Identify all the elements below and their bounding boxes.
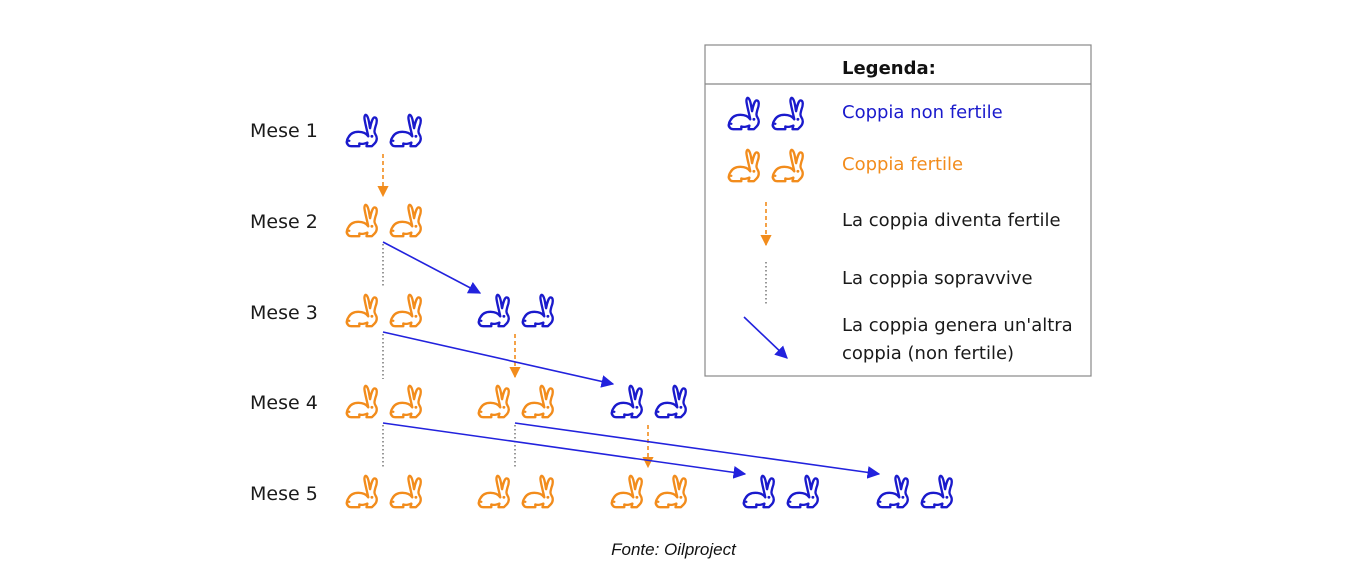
rabbit-icon bbox=[876, 474, 909, 509]
rabbit-icon bbox=[389, 384, 422, 419]
legend: Legenda: Coppia non fertile Coppia ferti… bbox=[704, 44, 1092, 377]
month-label-4: Mese 4 bbox=[250, 392, 318, 414]
legend-label-becomes-fertile: La coppia diventa fertile bbox=[842, 210, 1061, 231]
rabbit-pair-non-fertile bbox=[610, 384, 687, 419]
rabbit-pair-non-fertile bbox=[742, 474, 819, 509]
rabbit-icon bbox=[521, 474, 554, 509]
rabbit-pair-fertile bbox=[345, 384, 422, 419]
legend-label-generates-line2: coppia (non fertile) bbox=[842, 343, 1014, 364]
legend-swatch-generates bbox=[743, 316, 788, 359]
month-label-2: Mese 2 bbox=[250, 211, 318, 233]
generates-arrow bbox=[382, 331, 615, 388]
rabbit-pair-fertile bbox=[345, 203, 422, 238]
rabbit-icon bbox=[610, 384, 643, 419]
month-labels: Mese 1 Mese 2 Mese 3 Mese 4 Mese 5 bbox=[250, 120, 318, 505]
rabbit-pair-fertile bbox=[477, 384, 554, 419]
legend-label-non-fertile: Coppia non fertile bbox=[842, 102, 1003, 123]
rabbit-icon bbox=[920, 474, 953, 509]
rabbit-pair-non-fertile bbox=[477, 293, 554, 328]
rabbit-pair-fertile bbox=[345, 293, 422, 328]
rabbit-icon bbox=[345, 474, 378, 509]
generates-arrow bbox=[382, 241, 482, 294]
rabbit-icon bbox=[477, 384, 510, 419]
rabbit-pair-fertile bbox=[610, 474, 687, 509]
rabbit-pair-non-fertile bbox=[876, 474, 953, 509]
generates-arrow bbox=[514, 422, 881, 479]
rabbit-icon bbox=[389, 293, 422, 328]
rabbit-icon bbox=[345, 293, 378, 328]
rabbit-icon bbox=[345, 203, 378, 238]
rabbit-icon bbox=[521, 384, 554, 419]
rabbit-pair-fertile bbox=[477, 474, 554, 509]
rabbit-pair-non-fertile bbox=[345, 113, 422, 148]
generates-arrow bbox=[382, 422, 747, 479]
legend-title: Legenda: bbox=[842, 58, 936, 79]
rabbit-icon bbox=[477, 293, 510, 328]
legend-label-fertile: Coppia fertile bbox=[842, 154, 963, 175]
month-label-1: Mese 1 bbox=[250, 120, 318, 142]
rabbit-icon bbox=[389, 113, 422, 148]
legend-box bbox=[704, 44, 1092, 377]
legend-label-survives: La coppia sopravvive bbox=[842, 268, 1033, 289]
month-label-3: Mese 3 bbox=[250, 302, 318, 324]
rabbit-icon bbox=[345, 113, 378, 148]
rabbit-icon bbox=[345, 384, 378, 419]
source-caption: Fonte: Oilproject bbox=[611, 540, 736, 559]
rabbit-pair-fertile bbox=[345, 474, 422, 509]
month-label-5: Mese 5 bbox=[250, 483, 318, 505]
rabbit-icon bbox=[389, 203, 422, 238]
rabbit-icon bbox=[477, 474, 510, 509]
rabbit-icon bbox=[786, 474, 819, 509]
rabbit-icon bbox=[610, 474, 643, 509]
legend-label-generates-line1: La coppia genera un'altra bbox=[842, 315, 1073, 336]
rabbit-icon bbox=[654, 384, 687, 419]
rabbit-icon bbox=[742, 474, 775, 509]
connections bbox=[377, 154, 881, 479]
rabbit-icon bbox=[389, 474, 422, 509]
rabbit-icon bbox=[654, 474, 687, 509]
rabbit-icon bbox=[521, 293, 554, 328]
